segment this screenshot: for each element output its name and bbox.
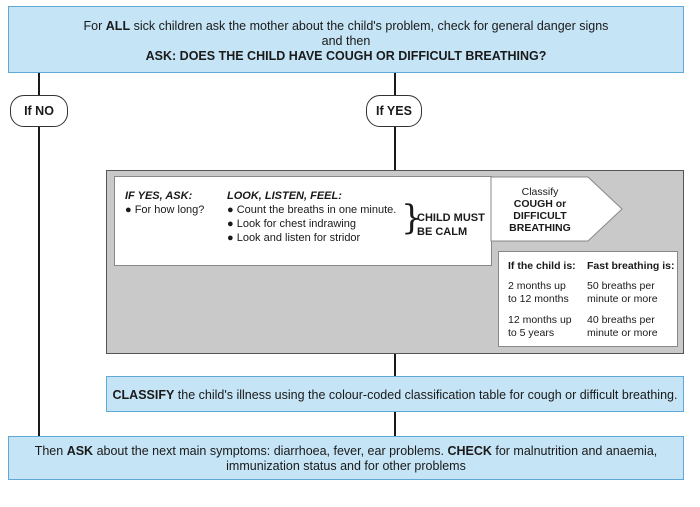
ask-column: IF YES, ASK: ● For how long? bbox=[125, 189, 204, 217]
table-header-age: If the child is: bbox=[508, 260, 576, 272]
connector-line-no bbox=[38, 73, 40, 437]
classify-arrow-shape bbox=[490, 176, 623, 242]
look-item: ● Count the breaths in one minute. bbox=[227, 204, 397, 216]
table-row-rate: 50 breaths per minute or more bbox=[587, 280, 658, 305]
bottom-line-2: immunization status and for other proble… bbox=[226, 459, 466, 473]
top-line-3: ASK: DOES THE CHILD HAVE COUGH OR DIFFIC… bbox=[145, 49, 547, 63]
top-line-1: For ALL sick children ask the mother abo… bbox=[83, 19, 609, 33]
connector-line-yes-bottom bbox=[394, 412, 396, 436]
child-calm-note: CHILD MUST BE CALM bbox=[417, 212, 485, 238]
top-instruction-box: For ALL sick children ask the mother abo… bbox=[8, 6, 684, 73]
top-line-2: and then bbox=[321, 34, 371, 48]
bottom-line-1: Then ASK about the next main symptoms: d… bbox=[34, 444, 658, 458]
brace-icon: } bbox=[401, 198, 423, 238]
look-item: ● Look for chest indrawing bbox=[227, 218, 356, 230]
look-column: LOOK, LISTEN, FEEL: ● Count the breaths … bbox=[227, 189, 396, 245]
ask-header: IF YES, ASK: bbox=[125, 190, 193, 202]
ask-item: ● For how long? bbox=[125, 204, 205, 216]
table-row-rate: 40 breaths per minute or more bbox=[587, 314, 658, 339]
connector-line-yes-mid bbox=[394, 354, 396, 376]
if-no-label: If NO bbox=[10, 95, 68, 127]
next-steps-box: Then ASK about the next main symptoms: d… bbox=[8, 436, 684, 480]
look-header: LOOK, LISTEN, FEEL: bbox=[227, 190, 342, 202]
fast-breathing-table: If the child is: Fast breathing is: 2 mo… bbox=[498, 251, 678, 347]
classify-arrow-label: Classify COUGH or DIFFICULT BREATHING bbox=[509, 186, 571, 234]
if-yes-label: If YES bbox=[366, 95, 422, 127]
look-item: ● Look and listen for stridor bbox=[227, 232, 361, 244]
table-row-age: 12 months up to 5 years bbox=[508, 314, 572, 339]
classify-instruction-box: CLASSIFY the child's illness using the c… bbox=[106, 376, 684, 412]
table-header-rate: Fast breathing is: bbox=[587, 260, 675, 272]
table-row-age: 2 months up to 12 months bbox=[508, 280, 569, 305]
assessment-panel: IF YES, ASK: ● For how long? LOOK, LISTE… bbox=[114, 176, 492, 266]
